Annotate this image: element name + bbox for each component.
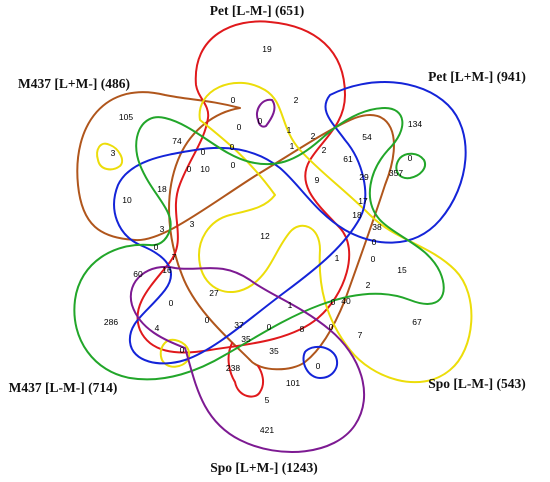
- region-count: 0: [205, 315, 210, 325]
- region-count: 38: [372, 222, 382, 232]
- set-label-m437-lmm: M437 [L-M-] (714): [9, 380, 118, 395]
- region-count: 7: [358, 330, 363, 340]
- region-count: 3: [190, 219, 195, 229]
- set-outline-spo-lpm-loop: [256, 98, 276, 128]
- set-label-pet-lpm: Pet [L+M-] (941): [428, 69, 526, 84]
- set-outline-spo-lmm-loop-a: [96, 142, 124, 171]
- set-labels: Pet [L-M-] (651) Pet [L+M-] (941) Spo [L…: [9, 3, 526, 475]
- region-count: 9: [315, 175, 320, 185]
- region-count: 4: [155, 323, 160, 333]
- region-count: 60: [133, 269, 143, 279]
- region-count: 2: [366, 280, 371, 290]
- region-count: 0: [180, 345, 185, 355]
- region-counts: 19 0 0 2 0 1 2 0 1 2 0 0 10 0 105 74 3 1…: [104, 44, 422, 435]
- region-count: 8: [300, 324, 305, 334]
- set-outline-m437-lmm-loop: [395, 152, 426, 180]
- region-count: 3: [111, 148, 116, 158]
- region-count: 0: [408, 153, 413, 163]
- region-count: 0: [154, 242, 159, 252]
- set-outline-m437-lmm: [73, 107, 445, 381]
- set-outline-pet-lmm: [136, 20, 351, 354]
- set-label-spo-lmm: Spo [L-M-] (543): [428, 376, 526, 391]
- region-count: 0: [201, 147, 206, 157]
- region-count: 134: [408, 119, 422, 129]
- region-count: 18: [352, 210, 362, 220]
- region-count: 0: [231, 160, 236, 170]
- region-count: 105: [119, 112, 133, 122]
- region-count: 1: [287, 125, 292, 135]
- region-count: 0: [316, 361, 321, 371]
- region-count: 18: [157, 184, 167, 194]
- region-count: 2: [322, 145, 327, 155]
- set-outline-pet-lpm-loop: [302, 345, 338, 379]
- region-count: 54: [362, 132, 372, 142]
- set-label-pet-lmm: Pet [L-M-] (651): [210, 3, 304, 18]
- region-count: 0: [258, 116, 263, 126]
- region-count: 238: [226, 363, 240, 373]
- region-count: 0: [187, 164, 192, 174]
- set-outline-pet-lmm-tail: [227, 342, 265, 398]
- region-count: 7: [172, 252, 177, 262]
- set-outline-pet-lpm: [113, 81, 467, 365]
- set-outline-m437-lpm: [76, 91, 395, 371]
- region-count: 5: [265, 395, 270, 405]
- set-outline-spo-lpm: [129, 265, 365, 453]
- set-outline-spo-lmm-loop-b: [159, 338, 191, 368]
- region-count: 2: [311, 131, 316, 141]
- region-count: 19: [262, 44, 272, 54]
- region-count: 10: [200, 164, 210, 174]
- region-count: 0: [371, 254, 376, 264]
- region-count: 29: [359, 172, 369, 182]
- region-count: 0: [372, 237, 377, 247]
- set-label-spo-lpm: Spo [L+M-] (1243): [210, 460, 317, 475]
- region-count: 0: [231, 95, 236, 105]
- region-count: 1: [288, 300, 293, 310]
- region-count: 40: [341, 296, 351, 306]
- region-count: 67: [412, 317, 422, 327]
- region-count: 27: [209, 288, 219, 298]
- region-count: 0: [169, 298, 174, 308]
- region-count: 37: [234, 320, 244, 330]
- region-count: 74: [172, 136, 182, 146]
- set-outline-spo-lmm: [198, 81, 473, 384]
- region-count: 286: [104, 317, 118, 327]
- region-count: 1: [335, 253, 340, 263]
- region-count: 0: [230, 142, 235, 152]
- region-count: 35: [269, 346, 279, 356]
- region-count: 101: [286, 378, 300, 388]
- region-count: 10: [122, 195, 132, 205]
- region-count: 357: [389, 168, 403, 178]
- region-count: 0: [237, 122, 242, 132]
- region-count: 421: [260, 425, 274, 435]
- set-outlines: [73, 20, 473, 453]
- region-count: 3: [160, 224, 165, 234]
- region-count: 15: [397, 265, 407, 275]
- region-count: 2: [294, 95, 299, 105]
- region-count: 17: [358, 196, 368, 206]
- region-count: 61: [343, 154, 353, 164]
- set-label-m437-lpm: M437 [L+M-] (486): [18, 76, 130, 91]
- region-count: 16: [162, 265, 172, 275]
- region-count: 0: [331, 297, 336, 307]
- region-count: 0: [267, 322, 272, 332]
- region-count: 12: [260, 231, 270, 241]
- region-count: 35: [241, 334, 251, 344]
- region-count: 0: [329, 322, 334, 332]
- region-count: 1: [290, 141, 295, 151]
